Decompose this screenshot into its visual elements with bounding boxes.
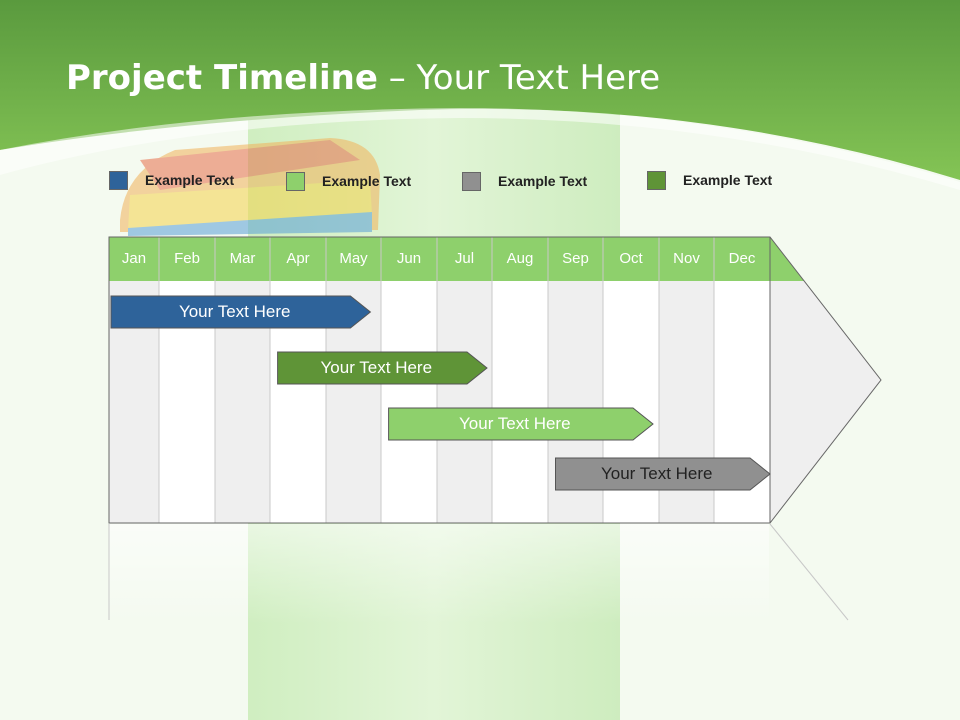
legend-swatch: [109, 171, 128, 190]
legend-swatch: [286, 172, 305, 191]
task-bar: [110, 295, 372, 329]
month-label-mar: Mar: [229, 250, 256, 267]
month-label-feb: Feb: [174, 250, 200, 267]
month-label-oct: Oct: [619, 250, 643, 267]
legend-label: Example Text: [498, 173, 588, 189]
month-label-jun: Jun: [396, 250, 422, 267]
chart-reflection: [109, 524, 769, 624]
month-column: [437, 281, 492, 523]
header-swoosh: [0, 108, 960, 190]
month-label-jul: Jul: [454, 250, 475, 267]
timeline-arrowhead: [770, 281, 881, 523]
slide-title: Project Timeline – Your Text Here: [66, 58, 660, 98]
month-column: [492, 281, 548, 523]
task-bar-label: Your Text Here: [320, 358, 433, 377]
legend-swatch: [462, 172, 481, 191]
title-rest: – Your Text Here: [377, 58, 661, 98]
legend-label: Example Text: [683, 172, 773, 188]
task-bar-label: Your Text Here: [459, 414, 571, 433]
legend-swatch: [647, 171, 666, 190]
header-band: [0, 0, 960, 180]
month-label-may: May: [339, 250, 368, 267]
month-label-aug: Aug: [506, 250, 534, 267]
task-bar: [555, 457, 771, 491]
month-header-band: [109, 237, 805, 281]
title-bold: Project Timeline: [66, 58, 378, 98]
task-bar: [277, 351, 488, 385]
task-bar-label: Your Text Here: [600, 464, 713, 483]
timeline-outline: [108, 236, 882, 524]
task-bar: [388, 407, 654, 441]
month-column: [381, 281, 437, 523]
month-label-apr: Apr: [286, 250, 310, 267]
legend-label: Example Text: [145, 172, 235, 188]
toy-blocks-image: [120, 138, 380, 236]
month-label-jan: Jan: [121, 250, 147, 267]
month-label-sep: Sep: [562, 250, 589, 267]
legend-label: Example Text: [322, 173, 412, 189]
month-label-dec: Dec: [728, 250, 756, 267]
month-label-nov: Nov: [673, 250, 700, 267]
reflection-arrow-edge: [769, 523, 849, 621]
task-bar-label: Your Text Here: [178, 302, 291, 321]
